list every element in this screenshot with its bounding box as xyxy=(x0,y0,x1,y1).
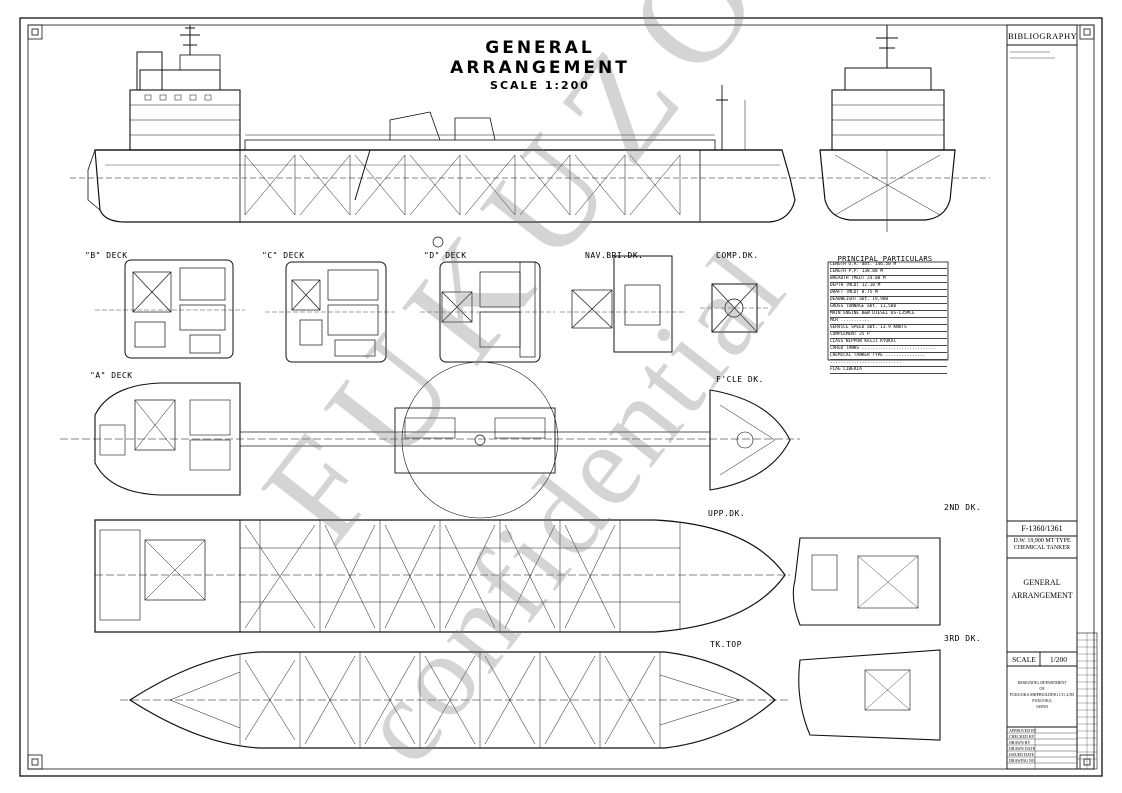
upp-dk-label: UPP.DK. xyxy=(708,509,746,518)
nav-bri-dk-label: NAV.BRI.DK. xyxy=(585,251,644,260)
designer-line-4: FUKUOKA xyxy=(1032,698,1052,703)
scale-value: 1/200 xyxy=(1049,655,1068,664)
principal-particulars-table: LENGTH O.A. abt. 146.50 M LENGTH P.P. 13… xyxy=(830,262,947,374)
approved-by-label: APPROVED BY xyxy=(1009,728,1037,733)
drawing-scale: SCALE 1:200 xyxy=(490,79,590,92)
pp-row: LENGTH P.P. 138.00 M xyxy=(830,269,947,276)
drawn-date-label: DRAWN DATE xyxy=(1009,746,1036,751)
comp-dk-label: COMP.DK. xyxy=(716,251,759,260)
a-deck-label: "A" DECK xyxy=(90,371,133,380)
pp-row: GROSS TONNAGE abt. 11,500 xyxy=(830,304,947,311)
forecastle-deck-plan xyxy=(709,389,791,491)
designer-line-3: FUKUOKA SHIPBUILDING CO.,LTD xyxy=(1009,692,1075,697)
compass-deck-plan xyxy=(700,283,770,333)
pp-row: CHEMICAL TANKER TYPE ............... xyxy=(830,353,947,360)
pp-row: COMPLEMENT 25 P xyxy=(830,332,947,339)
profile-view xyxy=(70,25,800,223)
pp-row: CLASS NIPPON KAIJI KYOKAI xyxy=(830,339,947,346)
title-block xyxy=(1006,24,1098,770)
pp-row: MAIN ENGINE B&W DIESEL 6S-L35MCE xyxy=(830,311,947,318)
second-deck-plan xyxy=(792,537,941,626)
tank-top-plan xyxy=(120,651,790,749)
vessel-description: D.W. 19,900 MT TYPE CHEMICAL TANKER xyxy=(1008,538,1076,552)
checked-by-label: CHECKED BY xyxy=(1009,734,1035,739)
pp-row: MCR ........... xyxy=(830,318,947,325)
nav-bridge-deck-plan xyxy=(560,255,685,353)
signature-labels: APPROVED BY CHECKED BY DRAWN BY DRAWN DA… xyxy=(1009,728,1037,764)
third-deck-plan xyxy=(798,649,941,741)
third-dk-label: 3RD DK. xyxy=(944,634,982,643)
pp-row: FLAG LIBERIA xyxy=(830,367,947,374)
d-deck-plan xyxy=(420,236,555,363)
drawing-name: GENERAL ARRANGEMENT xyxy=(1008,577,1076,603)
drawing-name-line-1: GENERAL xyxy=(1023,578,1061,587)
tk-top-label: TK.TOP xyxy=(710,640,742,649)
drawing-name-line-2: ARRANGEMENT xyxy=(1011,590,1073,600)
second-dk-label: 2ND DK. xyxy=(944,503,982,512)
pp-row: LENGTH O.A. abt. 146.50 M xyxy=(830,262,947,269)
pp-row: SERVICE SPEED abt. 13.9 KNOTS xyxy=(830,325,947,332)
pp-row: BREADTH (MLD) 24.00 M xyxy=(830,276,947,283)
pp-row: DEADWEIGHT abt. 19,900 xyxy=(830,297,947,304)
drawing-no-label: DRAWING NO. xyxy=(1009,758,1036,763)
drawing-title: GENERAL ARRANGEMENT xyxy=(450,38,630,78)
fcle-dk-label: F'CLE DK. xyxy=(716,375,764,384)
drawn-by-label: DRAWN BY xyxy=(1009,740,1031,745)
issued-date-label: ISSUED DATE xyxy=(1009,752,1035,757)
d-deck-label: "D" DECK xyxy=(424,251,467,260)
c-deck-plan xyxy=(265,261,395,363)
end-elevation-view xyxy=(800,25,990,232)
designer-line-2: OF xyxy=(1039,686,1045,691)
designer-info: DESIGNING DEPARTMENT OF FUKUOKA SHIPBUIL… xyxy=(1008,680,1076,710)
principal-particulars-heading: PRINCIPAL PARTICULARS xyxy=(837,255,933,263)
upper-deck-plan xyxy=(94,519,790,633)
pp-row: DRAFT (MLD) 8.75 M xyxy=(830,290,947,297)
bibliography-heading: BIBLIOGRAPHY xyxy=(1008,31,1078,41)
b-deck-plan xyxy=(95,259,245,359)
b-deck-label: "B" DECK xyxy=(85,251,128,260)
vessel-line-2: CHEMICAL TANKER xyxy=(1013,545,1071,552)
c-deck-label: "C" DECK xyxy=(262,251,305,260)
pp-row: ........................... xyxy=(830,360,947,367)
scale-label: SCALE xyxy=(1012,655,1036,664)
pp-row: DEPTH (MLD) 12.10 M xyxy=(830,283,947,290)
vessel-line-1: D.W. 19,900 MT TYPE xyxy=(1013,538,1071,544)
designer-line-1: DESIGNING DEPARTMENT xyxy=(1017,680,1067,685)
drawing-number: F-1360/1361 xyxy=(1021,524,1063,533)
pp-row: CARGO TANKS ............................ xyxy=(830,346,947,353)
designer-line-5: JAPAN xyxy=(1035,704,1049,709)
